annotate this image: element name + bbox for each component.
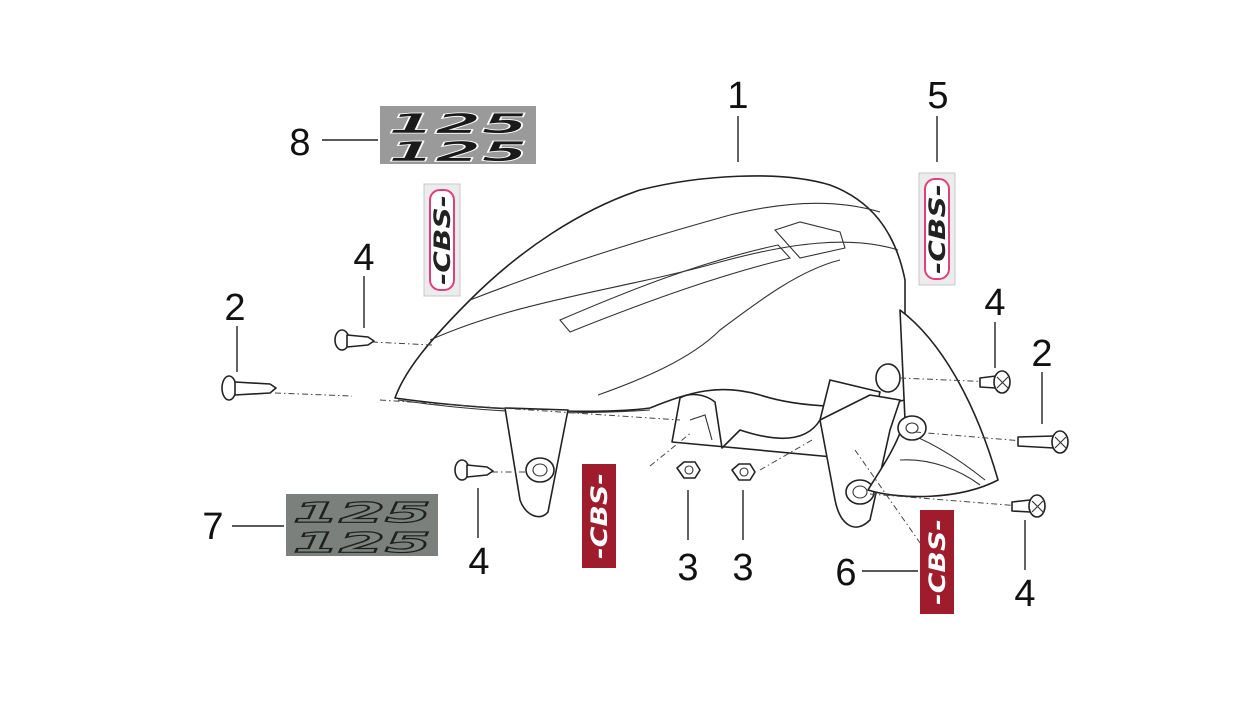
callout-7: 7	[202, 506, 223, 548]
nut-b	[731, 463, 756, 481]
callout-numbers: 1 5 8 7 2 4 4 3 3 4 2 4 6	[202, 75, 1052, 615]
callout-4-lower-right: 4	[1014, 573, 1035, 615]
bolt-left	[221, 375, 277, 401]
emblem-125-text-top: 125	[388, 107, 528, 140]
emblem-125-lower: 125 125	[286, 494, 438, 560]
screw-lower-left	[454, 459, 494, 481]
assembly-lines	[274, 341, 1036, 551]
leader-lines	[232, 116, 1043, 572]
screw-lower-right	[1011, 494, 1046, 518]
emblem-125-upper: 125 125	[380, 106, 536, 168]
cbs-decal-text-lr: -CBS-	[926, 519, 951, 605]
emblem-125-text-bottom: 125	[388, 135, 528, 168]
callout-1: 1	[727, 75, 748, 117]
bolt-right	[1017, 430, 1069, 454]
callout-5: 5	[927, 75, 948, 117]
screw-upper-right	[979, 370, 1011, 394]
callout-4-upper-right: 4	[984, 282, 1005, 324]
callout-3-b: 3	[732, 547, 753, 589]
screw-upper-left	[334, 329, 375, 351]
cbs-decal-red-lower-right: -CBS-	[920, 510, 954, 614]
cbs-decal-text-ur: -CBS-	[926, 184, 951, 274]
emblem-125-text-top-lower: 125	[293, 496, 431, 529]
cbs-decal-text-center: -CBS-	[588, 473, 613, 559]
cbs-decal-upper-right: -CBS-	[918, 172, 956, 286]
nut-a	[676, 461, 701, 479]
callout-8: 8	[289, 122, 310, 164]
callout-4-upper-left: 4	[353, 237, 374, 279]
cbs-decal-text-ul: -CBS-	[431, 195, 456, 285]
callout-2-left: 2	[224, 287, 245, 329]
cbs-decal-red-center: -CBS-	[582, 464, 616, 568]
cbs-decal-upper-left: -CBS-	[423, 183, 461, 297]
front-fender	[394, 175, 999, 528]
callout-2-right: 2	[1031, 333, 1052, 375]
callout-3-a: 3	[677, 547, 698, 589]
callout-6: 6	[835, 552, 856, 594]
emblem-125-text-bottom-lower: 125	[293, 526, 431, 559]
callout-4-lower-left: 4	[468, 541, 489, 583]
